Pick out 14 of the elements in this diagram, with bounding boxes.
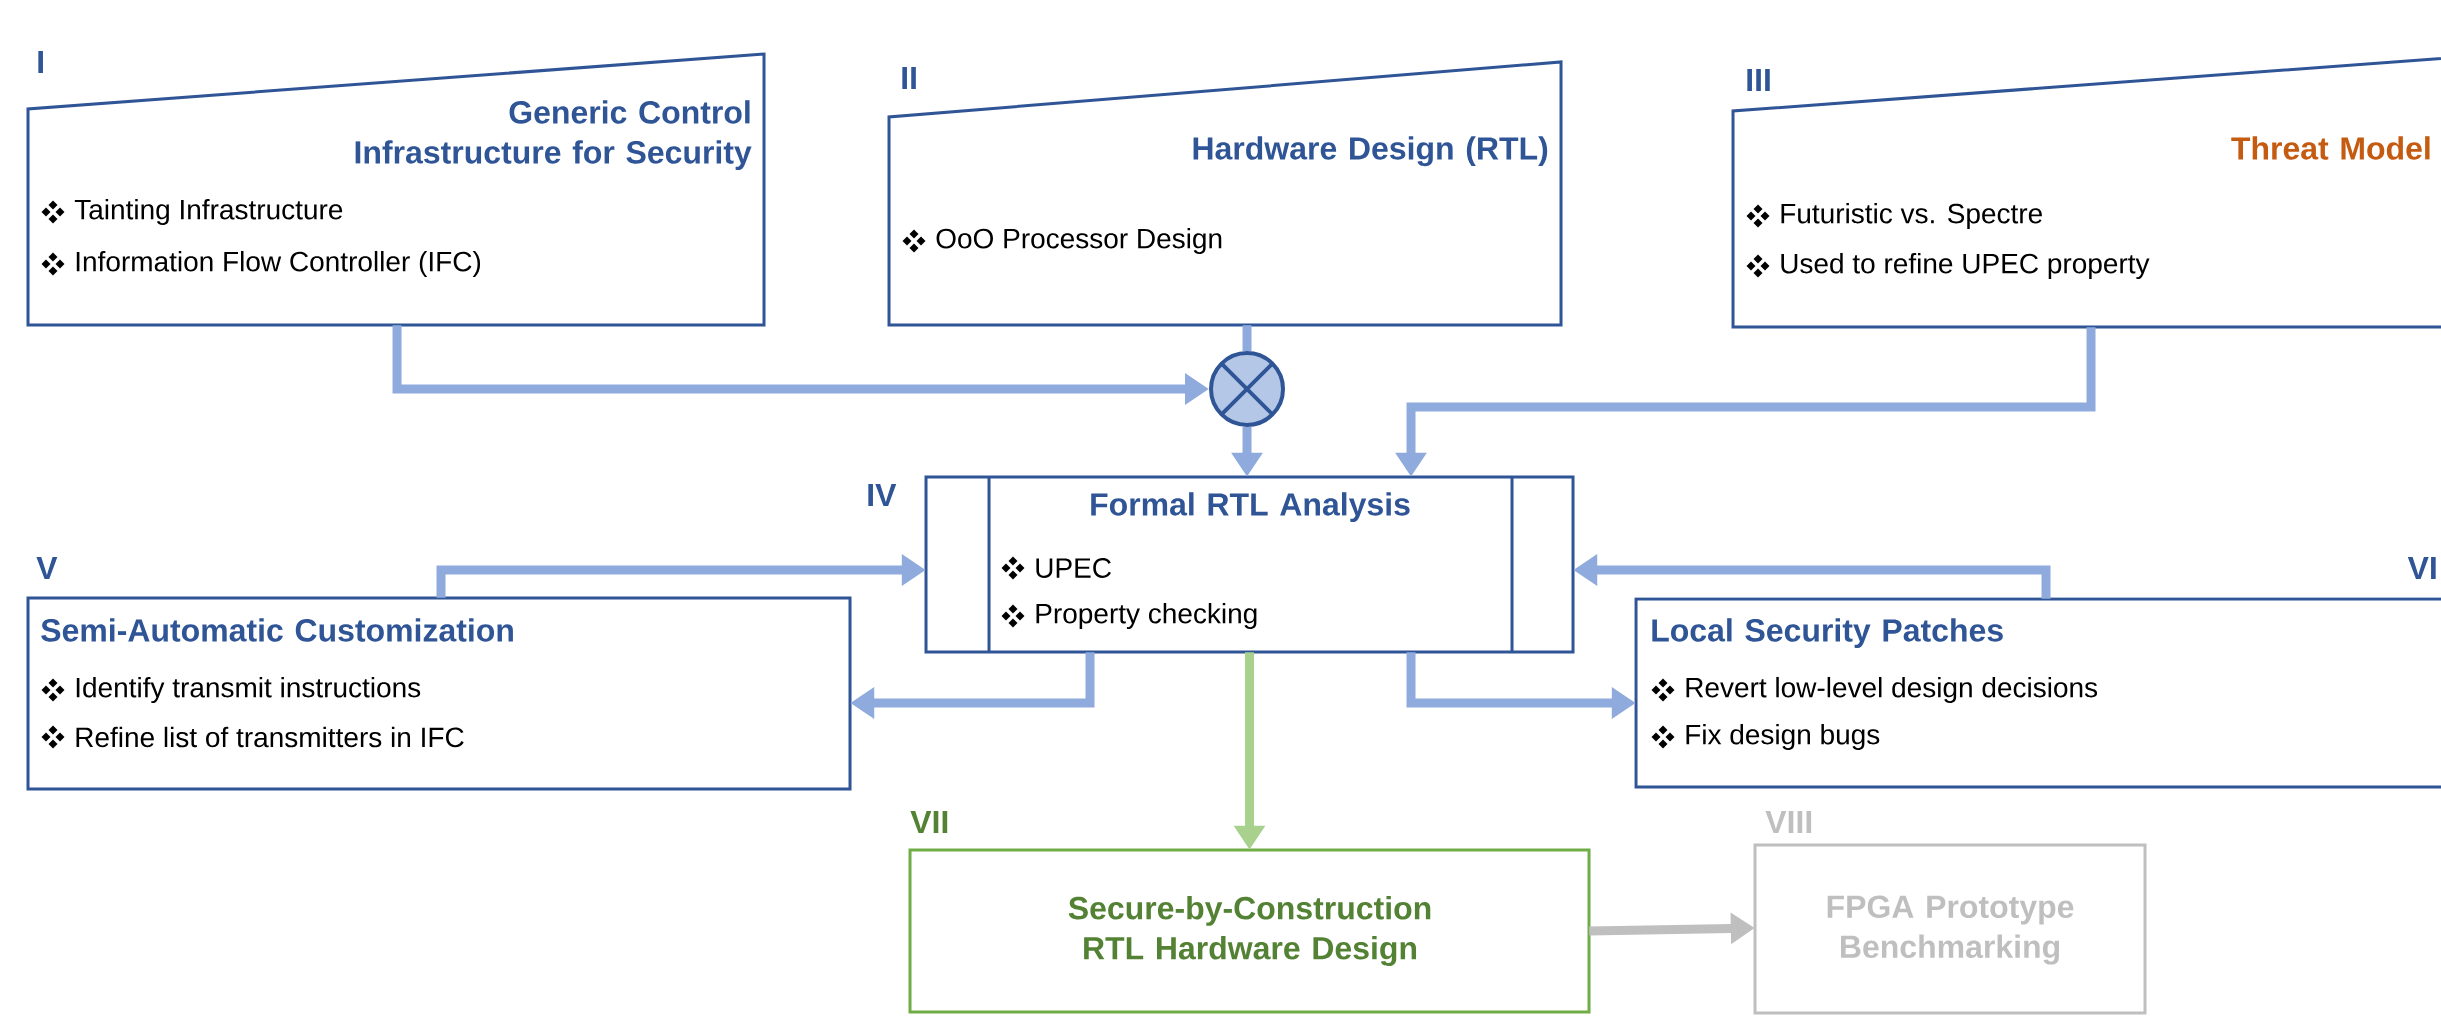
step-number: IV — [868, 484, 897, 506]
step-number: I — [38, 51, 43, 73]
step-number: VII — [910, 811, 948, 833]
step-number: VIII — [1765, 811, 1812, 833]
process-box: FPGA Prototype Benchmarking — [1753, 843, 2147, 1015]
multiplier-symbol — [1209, 351, 1285, 427]
step-number: III — [1747, 69, 1770, 91]
process-box: Formal RTL Analysis UPEC Property checking — [924, 475, 1575, 654]
step-number: II — [902, 67, 916, 89]
process-box: Local Security Patches Revert low-level design decisions Fix design bugs — [1634, 597, 2441, 789]
step-number: V — [36, 557, 58, 579]
process-box: Secure-by-Construction RTL Hardware Design — [908, 848, 1591, 1014]
step-number: VI — [2407, 557, 2436, 579]
process-box: Semi-Automatic Customization Identify transmit instructions Refine list of transmitters in IFC — [26, 596, 852, 791]
